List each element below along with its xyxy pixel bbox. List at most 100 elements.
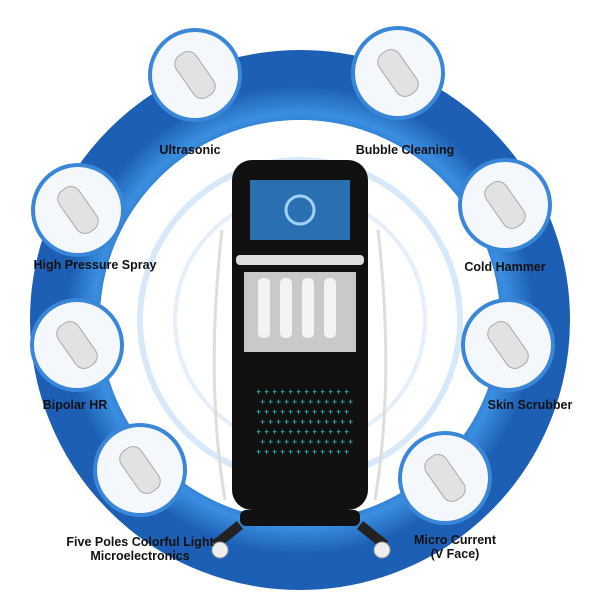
bubble-cleaning-handpiece-icon — [377, 49, 419, 97]
led-cross: + — [324, 397, 329, 407]
led-cross: + — [272, 427, 277, 437]
led-cross: + — [280, 407, 285, 417]
led-cross: + — [312, 387, 317, 397]
led-cross: + — [308, 397, 313, 407]
led-cross: + — [316, 437, 321, 447]
led-cross: + — [276, 417, 281, 427]
led-cross: + — [320, 427, 325, 437]
label-text: High Pressure Spray — [33, 258, 157, 272]
led-cross: + — [320, 387, 325, 397]
led-cross: + — [272, 387, 277, 397]
led-cross: + — [304, 447, 309, 457]
led-cross: + — [344, 407, 349, 417]
led-cross: + — [344, 447, 349, 457]
led-cross: + — [256, 387, 261, 397]
led-cross: + — [344, 427, 349, 437]
led-cross: + — [284, 417, 289, 427]
label-text: Five Poles Colorful Light — [66, 535, 214, 549]
led-cross: + — [312, 447, 317, 457]
led-cross: + — [300, 397, 305, 407]
led-cross: + — [328, 407, 333, 417]
led-cross: + — [256, 447, 261, 457]
led-cross: + — [348, 417, 353, 427]
led-cross: + — [296, 387, 301, 397]
five-poles-handpiece-icon — [119, 446, 161, 494]
led-cross: + — [304, 387, 309, 397]
led-cross: + — [260, 397, 265, 407]
label-text: Micro Current — [414, 533, 496, 547]
touch-screen — [250, 180, 350, 240]
label-text: Ultrasonic — [159, 143, 221, 157]
led-cross: + — [320, 407, 325, 417]
led-cross: + — [256, 427, 261, 437]
label-high-pressure-spray: High Pressure Spray — [34, 258, 157, 272]
cold-hammer-handpiece-icon — [484, 181, 526, 229]
led-cross: + — [328, 447, 333, 457]
led-cross: + — [312, 407, 317, 417]
led-cross: + — [332, 397, 337, 407]
led-cross: + — [340, 437, 345, 447]
led-cross: + — [308, 437, 313, 447]
label-micro-current: Micro Current(V Face) — [414, 533, 496, 561]
led-cross: + — [300, 437, 305, 447]
led-cross: + — [292, 397, 297, 407]
led-cross: + — [280, 387, 285, 397]
micro-current-handpiece-icon — [424, 454, 466, 502]
led-cross: + — [292, 437, 297, 447]
led-cross: + — [268, 437, 273, 447]
led-cross: + — [296, 407, 301, 417]
led-cross: + — [332, 417, 337, 427]
led-cross: + — [280, 427, 285, 437]
led-cross: + — [268, 417, 273, 427]
led-cross: + — [348, 437, 353, 447]
bipolar-hr-handpiece-icon — [56, 321, 98, 369]
led-cross: + — [276, 437, 281, 447]
led-cross: + — [304, 407, 309, 417]
led-cross: + — [340, 417, 345, 427]
led-cross: + — [316, 397, 321, 407]
led-cross: + — [340, 397, 345, 407]
led-cross: + — [344, 387, 349, 397]
led-cross: + — [332, 437, 337, 447]
label-ultrasonic: Ultrasonic — [159, 143, 220, 157]
led-cross: + — [320, 447, 325, 457]
label-text: Bubble Cleaning — [355, 143, 455, 157]
led-cross: + — [256, 407, 261, 417]
led-cross: + — [336, 427, 341, 437]
led-cross: + — [324, 437, 329, 447]
ultrasonic-handpiece-icon — [174, 51, 216, 99]
label-skin-scrubber: Skin Scrubber — [488, 398, 573, 412]
high-pressure-spray-handpiece-icon — [57, 186, 99, 234]
label-text: Skin Scrubber — [487, 398, 573, 412]
led-cross: + — [300, 417, 305, 427]
led-cross: + — [264, 407, 269, 417]
led-cross: + — [336, 447, 341, 457]
led-cross: + — [264, 447, 269, 457]
led-cross: + — [308, 417, 313, 427]
led-cross: + — [288, 427, 293, 437]
led-cross: + — [284, 397, 289, 407]
led-cross: + — [288, 407, 293, 417]
machine: ++++++++++++++++++++++++++++++++++++++++… — [211, 160, 391, 559]
led-cross: + — [272, 407, 277, 417]
led-cross: + — [336, 407, 341, 417]
led-cross: + — [288, 447, 293, 457]
led-cross: + — [284, 437, 289, 447]
label-cold-hammer: Cold Hammer — [464, 260, 545, 274]
led-cross: + — [348, 397, 353, 407]
led-cross: + — [328, 387, 333, 397]
label-bipolar-hr: Bipolar HR — [43, 398, 108, 412]
led-cross: + — [268, 397, 273, 407]
led-cross: + — [328, 427, 333, 437]
led-cross: + — [316, 417, 321, 427]
led-cross: + — [288, 387, 293, 397]
led-cross: + — [292, 417, 297, 427]
label-text: Cold Hammer — [464, 260, 546, 274]
led-cross: + — [280, 447, 285, 457]
skin-scrubber-handpiece-icon — [487, 321, 529, 369]
led-cross: + — [304, 427, 309, 437]
led-cross: + — [272, 447, 277, 457]
led-cross: + — [296, 447, 301, 457]
led-cross: + — [260, 417, 265, 427]
